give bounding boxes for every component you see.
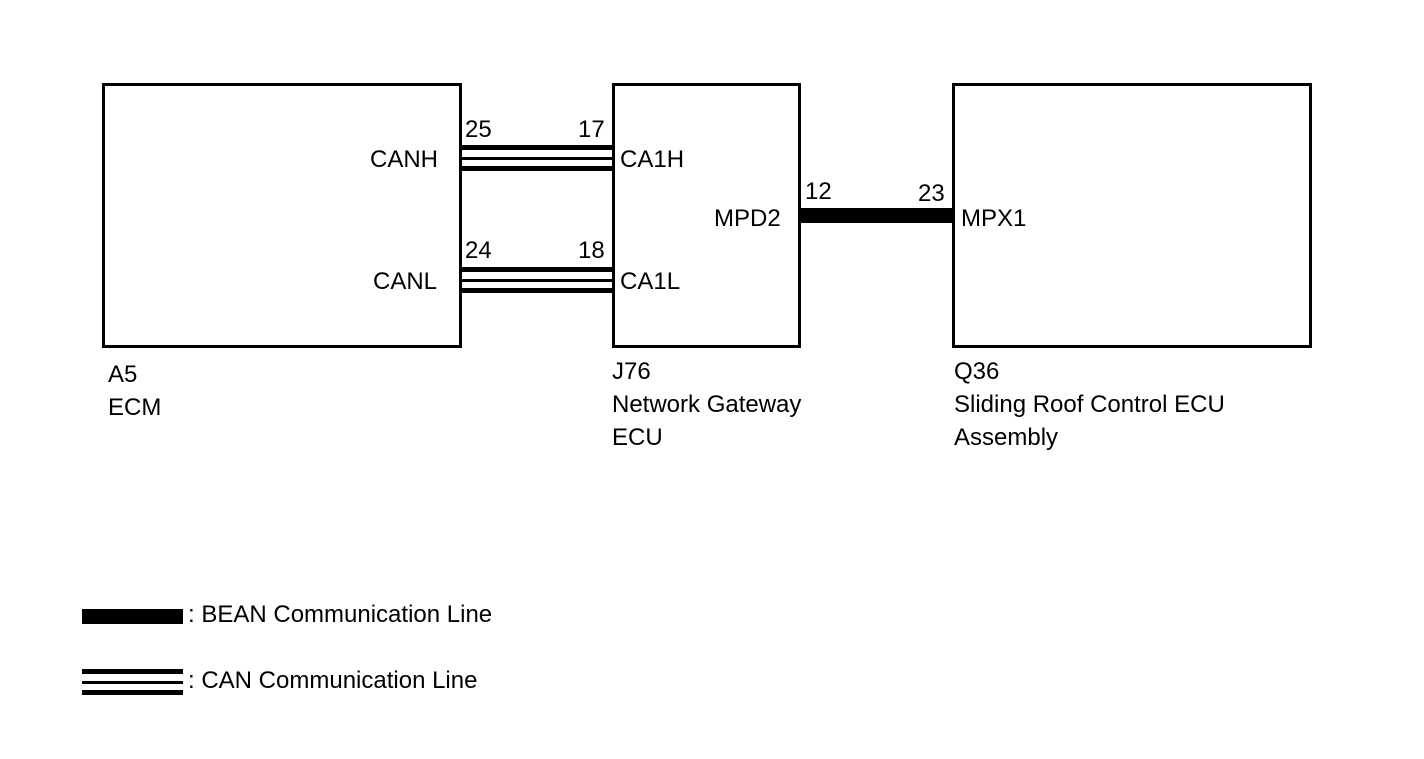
ecm-code: A5 <box>108 361 138 388</box>
gateway-pin-ca1h-label: CA1H <box>620 146 685 173</box>
sliding-roof-label: Q36 Sliding Roof Control ECU Assembly <box>954 355 1225 454</box>
sliding-roof-pin-mpx1-label: MPX1 <box>961 205 1027 232</box>
ecm-box <box>102 83 462 348</box>
canh-wire <box>462 145 612 171</box>
legend-bean-swatch <box>82 609 183 624</box>
legend-bean-label: : BEAN Communication Line <box>188 601 493 628</box>
gateway-pin-ca1l-number: 18 <box>578 237 605 264</box>
sliding-roof-code: Q36 <box>954 358 1000 385</box>
sliding-roof-name-line-2: Assembly <box>954 424 1059 451</box>
legend-can-swatch <box>82 669 183 695</box>
ecm-label: A5 ECM <box>108 358 161 424</box>
sliding-roof-name-line-1: Sliding Roof Control ECU <box>954 391 1225 418</box>
gateway-name-line-1: Network Gateway <box>612 391 802 418</box>
gateway-pin-ca1l-label: CA1L <box>620 268 681 295</box>
sliding-roof-pin-mpx1-number: 23 <box>918 180 945 207</box>
sliding-roof-box <box>952 83 1312 348</box>
gateway-pin-mpd2-number: 12 <box>805 178 832 205</box>
ecm-pin-canl-label: CANL <box>373 268 438 295</box>
gateway-code: J76 <box>612 358 651 385</box>
ecm-pin-canl-number: 24 <box>465 237 492 264</box>
bean-wire <box>801 208 952 223</box>
ecm-pin-canh-label: CANH <box>370 146 439 173</box>
gateway-pin-mpd2-label: MPD2 <box>714 205 781 232</box>
ecm-name-line-1: ECM <box>108 394 162 421</box>
canl-wire <box>462 267 612 293</box>
gateway-name-line-2: ECU <box>612 424 663 451</box>
gateway-label: J76 Network Gateway ECU <box>612 355 801 454</box>
ecm-pin-canh-number: 25 <box>465 116 492 143</box>
gateway-pin-ca1h-number: 17 <box>578 116 605 143</box>
gateway-box <box>612 83 801 348</box>
legend-can-label: : CAN Communication Line <box>188 667 478 694</box>
